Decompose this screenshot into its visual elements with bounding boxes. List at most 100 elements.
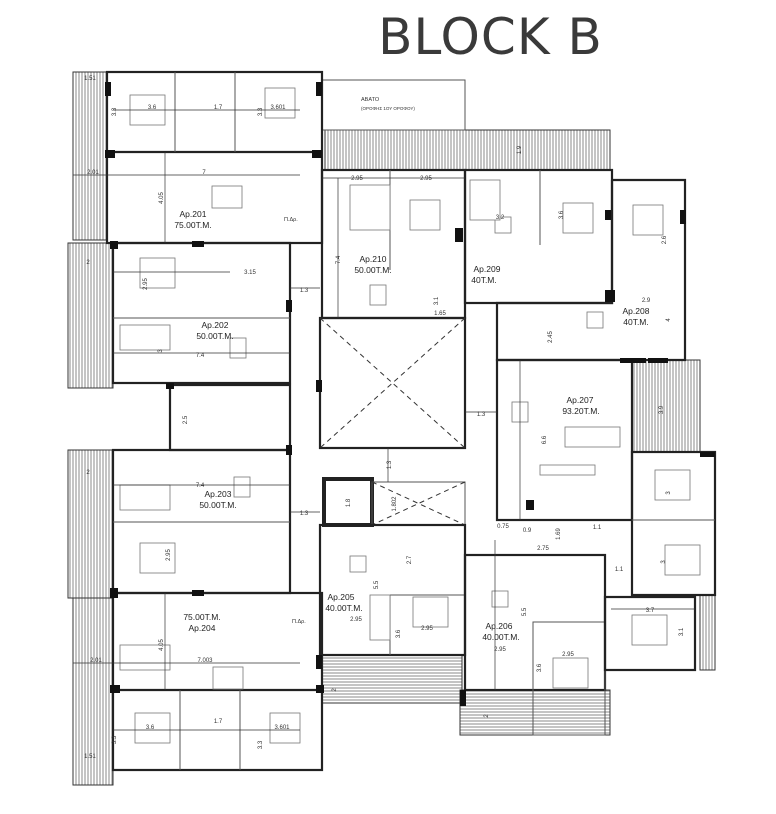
dim: 1.51 [84, 754, 96, 760]
dimension-labels: 3.6 1.7 3.601 3.3 3.3 2.01 7 4.05 1.51 2… [84, 76, 685, 760]
dim: 3.3 [112, 735, 118, 744]
dim: 2.6 [662, 235, 668, 244]
balcony-202 [67, 242, 114, 389]
furniture [119, 87, 701, 744]
apt-206-area: 40.00T.M. [482, 632, 519, 642]
dim: 2.01 [87, 170, 99, 176]
apt-201-area: 75.00T.M. [174, 220, 211, 230]
dim: 2.9 [642, 298, 651, 304]
dim: 1.65 [434, 311, 446, 317]
dim: 7.003 [197, 658, 213, 664]
dim: 7.4 [336, 255, 342, 264]
dim: 3.6 [559, 210, 565, 219]
dim: 2.75 [537, 546, 549, 552]
dim: 5.5 [522, 607, 528, 616]
dim: 2 [86, 470, 90, 476]
dim: 4.05 [159, 639, 165, 651]
apt-208-name: Ap.208 [623, 306, 650, 316]
dim: 3.6 [537, 663, 543, 672]
dim: 7.4 [196, 483, 205, 489]
dim: 1.8 [346, 498, 352, 507]
dim: 1.3 [300, 288, 309, 294]
dimension-lines [73, 109, 695, 731]
dim: 2.95 [494, 647, 506, 653]
dim: 4.05 [159, 192, 165, 204]
dim: 3.1 [434, 296, 440, 305]
dim: 2.95 [350, 617, 362, 623]
apt-202-name: Ap.202 [202, 320, 229, 330]
apt-205-area: 40.00T.M. [325, 603, 362, 613]
balcony-204 [72, 597, 114, 786]
dim: 2 [86, 260, 90, 266]
dim: 2.95 [351, 176, 363, 182]
dim: 2.95 [420, 176, 432, 182]
dim: 1.802 [392, 496, 398, 512]
laundry-label-204: Π.Δρ. [292, 619, 306, 625]
dim: 3.15 [244, 270, 256, 276]
dim: 3.6 [146, 725, 155, 731]
apt-209-name: Ap.209 [474, 264, 501, 274]
dim: 3.601 [270, 105, 286, 111]
dim: 2.7 [407, 555, 413, 564]
dim: 1.1 [615, 567, 624, 573]
dim: 2.01 [90, 658, 102, 664]
dim: 3.6 [148, 105, 157, 111]
dim: 1.3 [387, 460, 393, 469]
balcony-201 [72, 71, 108, 241]
dim: 2.5 [183, 415, 189, 424]
laundry-label-201: Π.Δρ. [284, 217, 298, 223]
balcony-203 [67, 449, 114, 599]
abato-roof [321, 79, 466, 131]
balcony-bedroom-right [699, 594, 716, 671]
dim: 2.45 [548, 331, 554, 343]
apt-202-area: 50.00T.M. [196, 331, 233, 341]
apt-206-name: Ap.206 [486, 621, 513, 631]
dim: 1.7 [214, 105, 223, 111]
dim: 4 [666, 318, 672, 322]
dim: 3.2 [496, 215, 505, 221]
apt-209-area: 40T.M. [471, 275, 497, 285]
apt-210-area: 50.00T.M. [354, 265, 391, 275]
dim: 7 [202, 170, 206, 176]
dim: 2 [484, 714, 490, 718]
dim: 3.3 [258, 740, 264, 749]
block-title: BLOCK B [378, 8, 603, 66]
dim: 2.95 [166, 549, 172, 561]
dim: 1.3 [477, 412, 486, 418]
apt-201-name: Ap.201 [180, 209, 207, 219]
dim: 1.51 [84, 76, 96, 82]
dim: 3.9 [659, 405, 665, 414]
dim: 3 [666, 491, 672, 495]
dim: 1.3 [300, 511, 309, 517]
dim: 3.6 [396, 629, 402, 638]
balconies [67, 71, 716, 786]
dim: 2.95 [421, 626, 433, 632]
dim: 3.7 [646, 608, 655, 614]
dim: 2 [332, 688, 338, 692]
apt-208-area: 40T.M. [623, 317, 649, 327]
balcony-top [324, 129, 611, 171]
apt-210-name: Ap.210 [360, 254, 387, 264]
dim: 1.1 [593, 525, 602, 531]
dim: 3.3 [112, 107, 118, 116]
apt-203-area: 50.00T.M. [199, 500, 236, 510]
balcony-205 [321, 654, 463, 704]
apt-204-area: 75.00T.M. [183, 612, 220, 622]
apt-205-name: Ap.205 [328, 592, 355, 602]
dim: 1.7 [214, 719, 223, 725]
abato-sub: (ΟΡΟΦΗΣ 1ΟΥ ΟΡΟΦΟΥ) [361, 106, 415, 111]
balcony-206 [459, 689, 611, 736]
dim: 3.601 [274, 725, 290, 731]
dim: 3 [158, 349, 164, 353]
dim: 2.95 [143, 278, 149, 290]
dim: 5.5 [374, 580, 380, 589]
dim: 1.9 [517, 145, 523, 154]
apartment-labels: Ap.201 75.00T.M. Ap.202 50.00T.M. Ap.203… [174, 97, 649, 642]
apt-204-name: Ap.204 [189, 623, 216, 633]
dim: 1.69 [556, 528, 562, 540]
dim: 3 [661, 560, 667, 564]
dim: 0.75 [497, 524, 509, 530]
apt-207-name: Ap.207 [567, 395, 594, 405]
apt-203-name: Ap.203 [205, 489, 232, 499]
